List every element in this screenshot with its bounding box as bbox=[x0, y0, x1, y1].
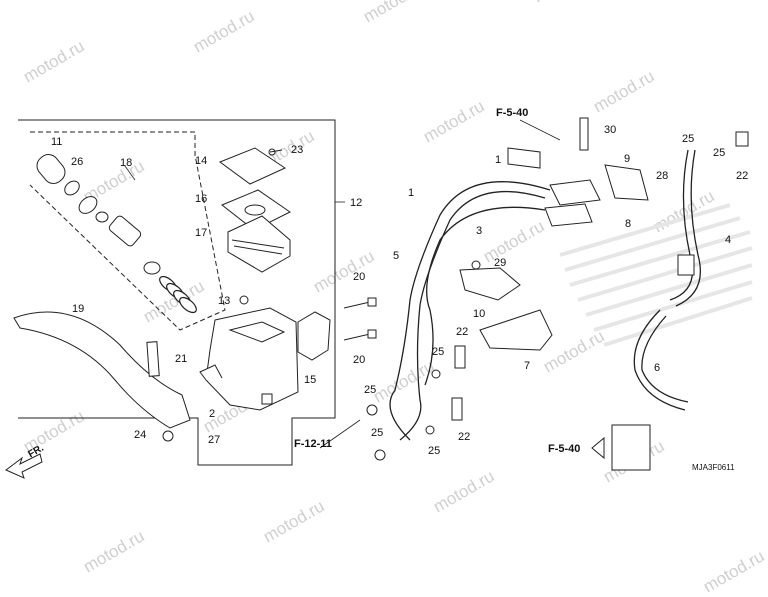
part-label-5: 5 bbox=[393, 250, 400, 262]
section-ref-top[interactable]: F-5-40 bbox=[496, 107, 529, 119]
fr-arrow bbox=[5, 453, 43, 479]
part-label-25e: 25 bbox=[371, 427, 384, 439]
hose-bracket bbox=[459, 260, 553, 351]
section-ref-left[interactable]: F-12-11 bbox=[294, 438, 332, 450]
part-label-1a: 1 bbox=[495, 154, 502, 166]
caliper-fitting bbox=[611, 424, 651, 471]
part-label-2: 2 bbox=[209, 408, 216, 420]
brake-hoses bbox=[389, 181, 551, 441]
brand-wing-background bbox=[559, 203, 753, 347]
part-label-7: 7 bbox=[524, 360, 531, 372]
part-label-20b: 20 bbox=[353, 354, 366, 366]
part-label-25f: 25 bbox=[428, 445, 441, 457]
part-label-12: 12 bbox=[350, 197, 363, 209]
part-label-15: 15 bbox=[304, 374, 317, 386]
part-label-25d: 25 bbox=[364, 384, 377, 396]
part-label-21: 21 bbox=[175, 353, 188, 365]
part-label-10: 10 bbox=[473, 308, 486, 320]
master-cylinder-frame bbox=[18, 119, 336, 466]
brake-lever bbox=[13, 311, 191, 429]
part-label-22b: 22 bbox=[456, 326, 469, 338]
banjo-fittings bbox=[366, 345, 466, 461]
part-label-3: 3 bbox=[476, 225, 483, 237]
part-label-30: 30 bbox=[604, 124, 617, 136]
part-label-13: 13 bbox=[218, 295, 231, 307]
part-label-26: 26 bbox=[71, 156, 84, 168]
part-label-20a: 20 bbox=[353, 271, 366, 283]
part-label-9: 9 bbox=[624, 153, 631, 165]
part-label-18: 18 bbox=[120, 157, 133, 169]
part-label-1b: 1 bbox=[408, 187, 415, 199]
master-cylinder-body bbox=[199, 295, 331, 411]
part-label-16: 16 bbox=[195, 193, 208, 205]
part-label-11: 11 bbox=[51, 136, 63, 148]
part-label-6: 6 bbox=[654, 362, 661, 374]
part-label-8: 8 bbox=[625, 218, 632, 230]
hose-4-and-pipe-6 bbox=[633, 149, 702, 411]
part-label-14: 14 bbox=[195, 155, 208, 167]
reservoir-cap-group bbox=[218, 147, 291, 273]
part-label-27: 27 bbox=[208, 434, 221, 446]
part-label-23: 23 bbox=[291, 144, 304, 156]
part-label-22c: 22 bbox=[458, 431, 471, 443]
part-label-17: 17 bbox=[195, 227, 208, 239]
ref-arrow-bottom bbox=[591, 436, 605, 460]
section-ref-bottom[interactable]: F-5-40 bbox=[548, 443, 581, 455]
part-label-4: 4 bbox=[725, 234, 732, 246]
hose-fittings bbox=[507, 117, 649, 227]
part-label-25a: 25 bbox=[682, 133, 695, 145]
part-label-25b: 25 bbox=[713, 147, 726, 159]
part-label-22a: 22 bbox=[736, 170, 749, 182]
mounting-bolts bbox=[269, 149, 377, 341]
part-label-28: 28 bbox=[656, 170, 669, 182]
diagram-drawing bbox=[5, 117, 753, 479]
part-label-24: 24 bbox=[134, 429, 147, 441]
kit-18-frame bbox=[29, 131, 226, 331]
part-label-25c: 25 bbox=[432, 346, 445, 358]
piston-assembly bbox=[36, 154, 197, 314]
diagram-code: MJA3F0611 bbox=[692, 463, 735, 472]
part-label-19: 19 bbox=[72, 303, 85, 315]
part-label-29: 29 bbox=[494, 257, 507, 269]
pivot-bolt bbox=[146, 341, 160, 377]
